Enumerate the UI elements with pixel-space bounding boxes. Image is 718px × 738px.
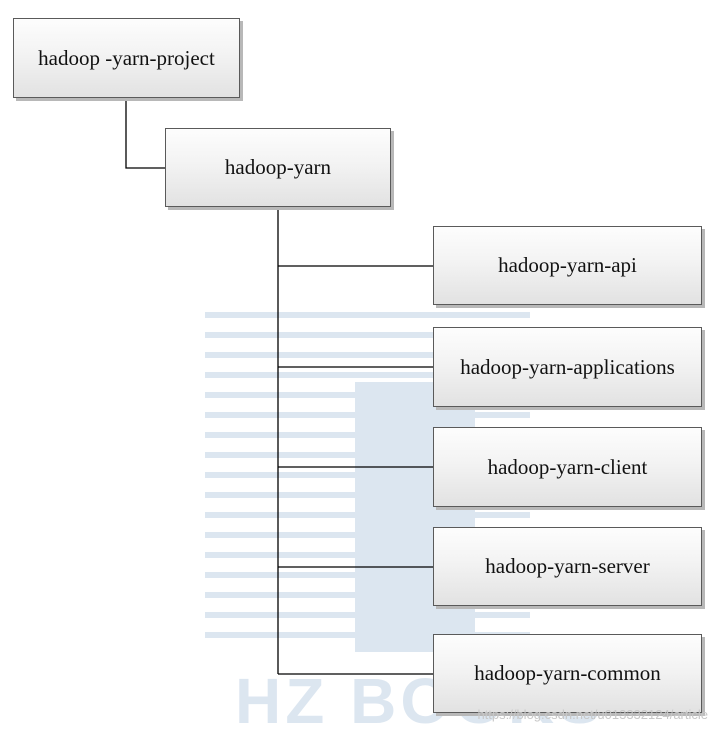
node-label: hadoop-yarn xyxy=(224,155,332,179)
node-label: hadoop-yarn-common xyxy=(474,661,661,685)
node-hadoop-yarn-common: hadoop-yarn-common xyxy=(433,634,702,713)
connector-root-to-yarn xyxy=(125,98,165,169)
node-label: hadoop -yarn-project xyxy=(38,45,215,70)
node-hadoop-yarn-server: hadoop-yarn-server xyxy=(433,527,702,606)
source-url-watermark: https://blog.csdn.net/u013332124/article xyxy=(477,707,708,722)
node-hadoop-yarn-api: hadoop-yarn-api xyxy=(433,226,702,305)
node-hadoop-yarn-applications: hadoop-yarn-applications xyxy=(433,327,702,407)
node-hadoop-yarn-client: hadoop-yarn-client xyxy=(433,427,702,507)
node-label: hadoop-yarn-applications xyxy=(460,354,675,379)
node-hadoop-yarn-project: hadoop -yarn-project xyxy=(13,18,240,98)
node-label: hadoop-yarn-api xyxy=(498,253,637,277)
node-label: hadoop-yarn-server xyxy=(485,554,650,578)
node-hadoop-yarn: hadoop-yarn xyxy=(165,128,391,207)
node-label: hadoop-yarn-client xyxy=(487,454,648,479)
